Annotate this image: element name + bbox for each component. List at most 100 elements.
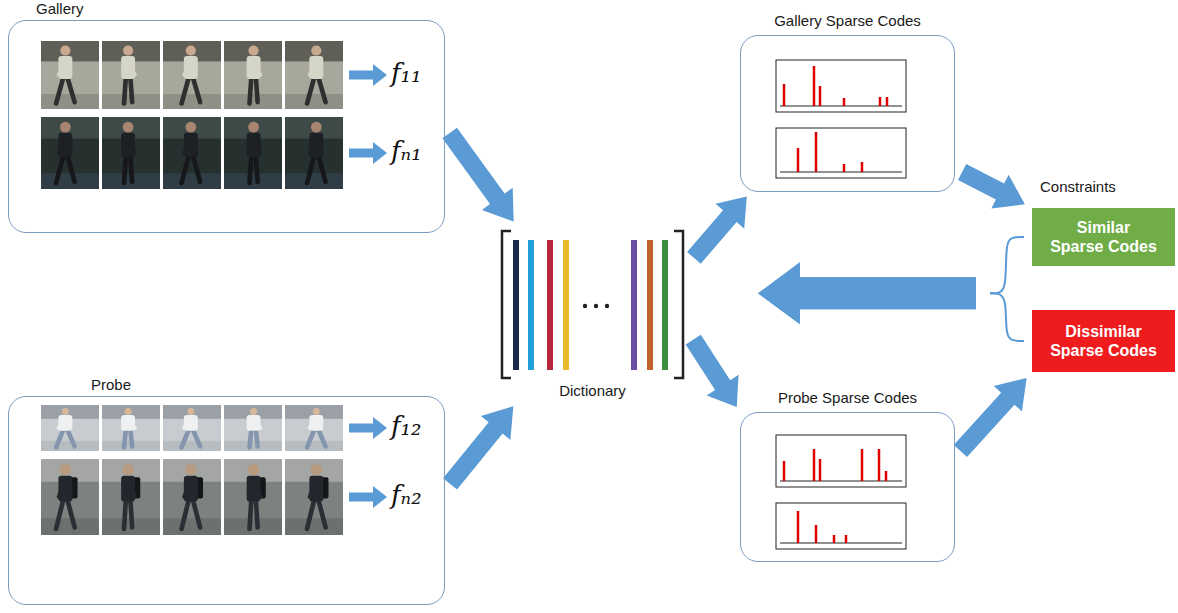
person-head: [185, 464, 196, 475]
sparse-code-panel: Probe Sparse Codes: [740, 412, 955, 562]
person-leg: [130, 78, 132, 102]
person-arm: [58, 480, 65, 497]
person-leg: [56, 78, 63, 103]
pedestrian-frame: [41, 459, 99, 535]
code-spike: [797, 148, 800, 172]
pedestrian-frame: [102, 117, 160, 189]
pedestrian-frame: [163, 405, 221, 451]
person-leg: [256, 501, 258, 528]
flow-arrow: [443, 406, 513, 489]
dictionary-atom: [513, 240, 519, 370]
person-head: [125, 408, 132, 415]
frame-background: [41, 117, 99, 189]
pedestrian-frame: [285, 405, 343, 451]
panel-heading: Probe: [91, 376, 131, 393]
frame-floor: [41, 518, 99, 535]
person-head: [311, 45, 321, 55]
person-leg: [124, 78, 126, 103]
pedestrian-frame: [224, 459, 282, 535]
person-torso: [121, 133, 135, 157]
flow-arrow-body: [954, 378, 1027, 457]
pedestrian-frame: [285, 459, 343, 535]
code-spike: [879, 97, 882, 106]
person-leg: [124, 157, 126, 184]
frame-background: [224, 117, 282, 189]
code-spike: [815, 525, 818, 543]
flow-arrow-body: [958, 164, 1025, 208]
dictionary-atom: [563, 240, 569, 370]
person-leg: [56, 501, 63, 529]
flow-arrow: [442, 128, 513, 222]
person-leg: [193, 430, 200, 446]
code-spike: [861, 449, 864, 481]
frame-background: [41, 405, 99, 451]
person-torso: [184, 133, 198, 157]
pedestrian-frame: [41, 117, 99, 189]
code-spike: [813, 66, 816, 106]
feature-arrow: [349, 417, 387, 439]
person-torso: [309, 56, 323, 79]
frame-background: [163, 405, 221, 451]
code-plot-frame: [776, 128, 906, 178]
person-arm: [128, 59, 135, 75]
code-spike: [819, 86, 822, 106]
person-torso: [309, 415, 323, 431]
illustration: [9, 397, 446, 606]
person-arm: [184, 480, 191, 497]
person-leg: [256, 157, 258, 182]
gallery-panel: Gallery: [8, 20, 445, 233]
dictionary-atom: [662, 240, 668, 370]
person-torso: [247, 476, 261, 502]
frame-floor: [285, 173, 343, 189]
person-leg: [307, 501, 314, 529]
frame-floor: [163, 518, 221, 535]
frame-background: [285, 117, 343, 189]
box-label: Similar Sparse Codes: [1049, 218, 1158, 256]
pedestrian-frame: [163, 117, 221, 189]
pedestrian-frame: [102, 459, 160, 535]
person-leg: [307, 157, 314, 184]
code-plot-frame: [776, 60, 906, 112]
person-torso: [184, 476, 198, 502]
person-leg: [124, 430, 126, 447]
person-leg: [319, 501, 326, 528]
panel-heading: Gallery Sparse Codes: [741, 12, 954, 29]
ellipsis-dot: [594, 304, 598, 308]
person-arm: [128, 417, 135, 428]
person-leg: [68, 78, 75, 102]
frame-floor: [224, 94, 282, 109]
person-arm: [254, 480, 261, 497]
person-head: [248, 464, 259, 475]
pedestrian-frame: [163, 41, 221, 109]
box-label: Dissimilar Sparse Codes: [1049, 322, 1158, 360]
person-head: [248, 122, 259, 133]
person-torso: [247, 133, 261, 157]
person-leg: [307, 78, 314, 103]
flow-arrow: [758, 237, 1024, 324]
code-spike: [819, 459, 822, 481]
person-head: [185, 122, 196, 133]
matrix-bracket: [674, 231, 683, 378]
sparse-code-panel: Gallery Sparse Codes: [740, 35, 955, 192]
frame-floor: [285, 94, 343, 109]
panel-heading: Probe Sparse Codes: [741, 389, 954, 406]
person-head: [186, 45, 196, 55]
person-arm: [128, 136, 135, 153]
person-torso: [184, 56, 198, 79]
frame-background: [102, 405, 160, 451]
flow-arrow: [687, 197, 747, 264]
feature-label: fₙ₂: [391, 481, 422, 511]
code-spike: [815, 132, 818, 172]
pedestrian-frame: [285, 117, 343, 189]
person-leg: [250, 501, 252, 529]
frame-floor: [285, 518, 343, 535]
pedestrian-frame: [285, 41, 343, 109]
flow-arrow-body: [687, 197, 747, 264]
person-leg: [193, 157, 200, 182]
panel-heading: Gallery: [36, 0, 84, 17]
frame-background: [285, 459, 343, 535]
pedestrian-frame: [102, 405, 160, 451]
person-head: [60, 122, 71, 133]
person-torso: [309, 476, 323, 502]
dictionary-matrix: Dictionary: [495, 228, 690, 400]
